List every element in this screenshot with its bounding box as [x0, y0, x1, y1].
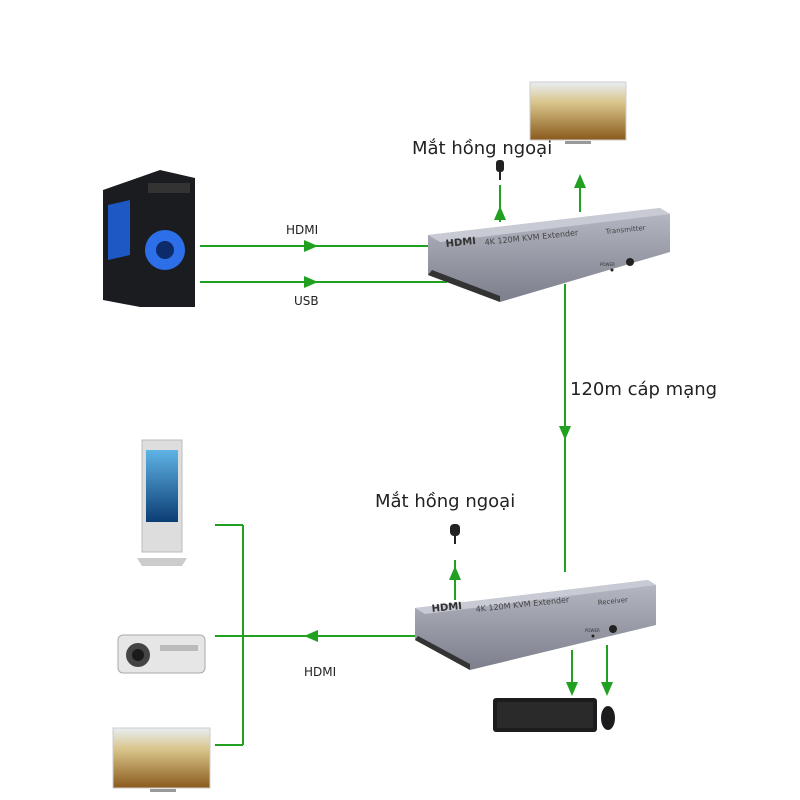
ir-sensor-icon [496, 160, 504, 180]
arrow-down-icon [566, 682, 578, 696]
tv-display-icon [529, 81, 627, 144]
arrow-up-icon [494, 206, 506, 220]
computer-tower-icon [103, 170, 195, 307]
network-cable-label: 120m cáp mạng [570, 379, 717, 400]
ir-sensor-icon [450, 524, 460, 544]
arrow-down-icon [601, 682, 613, 696]
ir-port-icon [609, 625, 617, 633]
mouse-icon [601, 706, 615, 730]
power-label: POWER [585, 628, 600, 633]
ir-port-icon [626, 258, 634, 266]
power-label: POWER [600, 262, 615, 267]
arrow-up-icon [574, 174, 586, 188]
arrow-up-icon [449, 566, 461, 580]
kvm-transmitter-device: HDMI 4K 120M KVM Extender Transmitter PO… [428, 208, 670, 302]
tv-display-icon [112, 727, 211, 792]
hdmi-input-label: HDMI [286, 223, 318, 237]
role-text: Receiver [597, 596, 628, 607]
kvm-receiver-device: HDMI 4K 120M KVM Extender Receiver POWER [415, 580, 656, 670]
arrow-right-icon [304, 240, 318, 252]
arrow-right-icon [304, 276, 318, 288]
ir-sensor-label-top: Mắt hồng ngoại [412, 138, 552, 159]
kiosk-display-icon [137, 439, 187, 566]
projector-icon [117, 634, 206, 674]
hdmi-output-label: HDMI [304, 665, 336, 679]
brand-logo: HDMI [445, 236, 476, 250]
arrow-down-icon [559, 426, 571, 440]
arrows [304, 174, 613, 696]
usb-input-label: USB [294, 294, 319, 308]
arrow-left-icon [304, 630, 318, 642]
brand-logo: HDMI [431, 601, 462, 615]
ir-sensor-label-bottom: Mắt hồng ngoại [375, 491, 515, 512]
keyboard-icon [493, 698, 597, 732]
